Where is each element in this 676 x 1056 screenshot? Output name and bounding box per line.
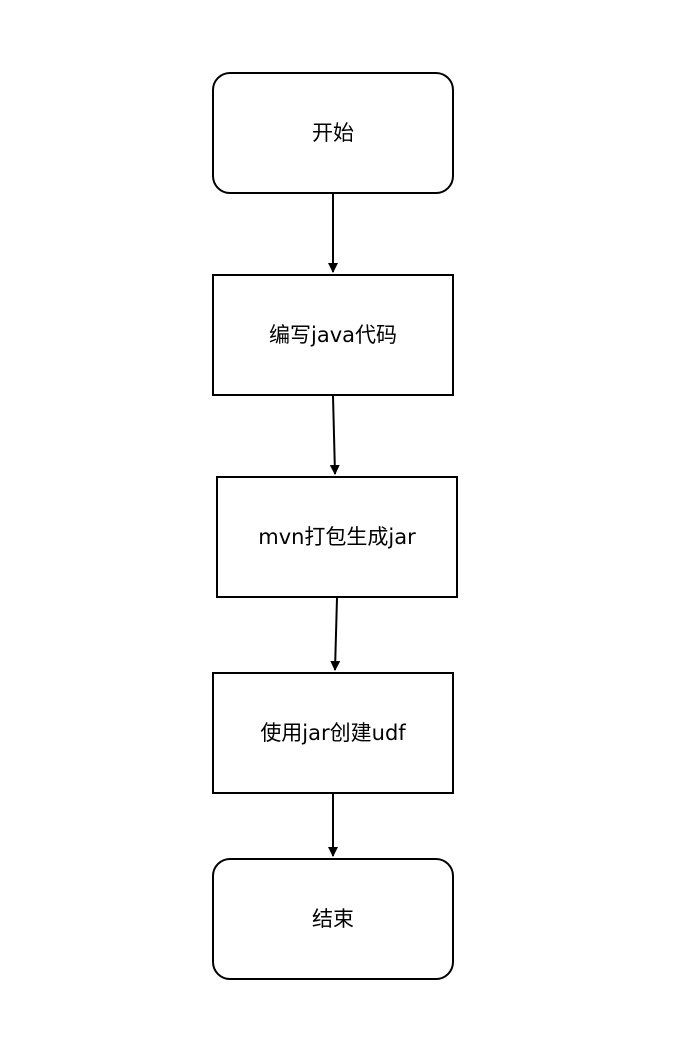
- create-udf-node: 使用jar创建udf: [212, 672, 454, 794]
- mvn-package-node: mvn打包生成jar: [216, 476, 458, 598]
- arrow-write-code-to-mvn: [329, 395, 340, 475]
- start-node-label: 开始: [312, 120, 354, 145]
- start-node: 开始: [212, 72, 454, 194]
- create-udf-node-label: 使用jar创建udf: [260, 720, 406, 745]
- arrow-mvn-to-create-udf: [330, 597, 341, 671]
- end-node: 结束: [212, 858, 454, 980]
- end-node-label: 结束: [312, 906, 354, 931]
- mvn-package-node-label: mvn打包生成jar: [258, 524, 416, 549]
- write-code-node: 编写java代码: [212, 274, 454, 396]
- write-code-node-label: 编写java代码: [269, 322, 397, 347]
